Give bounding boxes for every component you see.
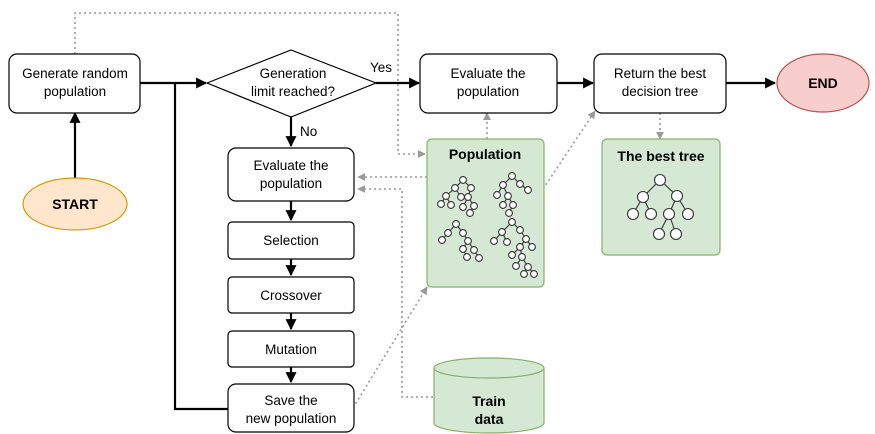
crossover-label: Crossover: [260, 288, 322, 303]
node-best-tree: The best tree: [601, 138, 721, 256]
node-save: Save the new population: [227, 383, 355, 433]
node-mutation: Mutation: [227, 330, 355, 368]
generate-label-2: population: [44, 84, 106, 99]
decision-label-2: limit reached?: [251, 84, 335, 99]
selection-label: Selection: [263, 233, 319, 248]
node-eval-top: Evaluate the population: [419, 53, 558, 114]
node-generate: Generate random population: [8, 53, 141, 114]
edge-label-no: No: [300, 124, 317, 139]
node-train-data: Train data: [433, 357, 545, 434]
node-end: END: [776, 53, 870, 113]
mutation-label: Mutation: [265, 342, 317, 357]
dotted-population-to-return: [542, 110, 596, 190]
node-return-best: Return the best decision tree: [593, 53, 727, 114]
population-tree-1-icon: [437, 176, 478, 217]
population-tree-4-icon: [490, 218, 538, 278]
node-crossover: Crossover: [227, 276, 355, 314]
solid-edges: [69, 77, 777, 411]
save-label-1: Save the: [264, 393, 317, 408]
node-decision: Generation limit reached?: [205, 49, 378, 118]
node-population: Population: [426, 138, 545, 288]
end-label: END: [808, 75, 838, 91]
decision-label-1: Generation: [260, 66, 327, 81]
population-tree-2-icon: [493, 172, 532, 217]
save-label-2: new population: [246, 411, 337, 426]
eval-loop-label-1: Evaluate the: [253, 158, 328, 173]
edge-label-yes: Yes: [370, 60, 392, 75]
population-tree-3-icon: [438, 220, 483, 262]
population-label: Population: [449, 146, 521, 162]
dotted-train-to-eval-loop: [357, 185, 433, 398]
eval-top-label-1: Evaluate the: [450, 66, 525, 81]
return-best-label-1: Return the best: [614, 66, 707, 81]
best-tree-label: The best tree: [617, 148, 704, 164]
dotted-edges: [74, 12, 664, 409]
return-best-label-2: decision tree: [622, 84, 699, 99]
node-selection: Selection: [227, 221, 355, 260]
edge-save-loop-back: [173, 83, 228, 411]
train-label-2: data: [475, 411, 504, 427]
train-label-1: Train: [472, 393, 505, 409]
eval-loop-label-2: population: [260, 176, 322, 191]
dotted-save-to-population: [352, 286, 428, 409]
best-tree-icon: [626, 173, 695, 241]
eval-top-label-2: population: [457, 84, 519, 99]
start-label: START: [52, 196, 98, 212]
generate-label-1: Generate random: [22, 66, 128, 81]
node-start: START: [22, 177, 128, 231]
node-eval-loop: Evaluate the population: [227, 147, 355, 202]
